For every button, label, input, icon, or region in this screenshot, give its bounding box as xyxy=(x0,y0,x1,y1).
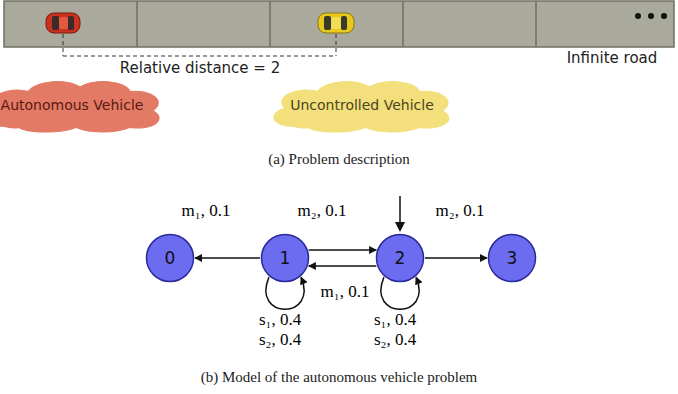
cloud-node: Uncontrolled Vehicle xyxy=(266,77,458,133)
state-number: 3 xyxy=(507,248,518,268)
road-cell-border xyxy=(269,1,271,47)
initial-state-arrow xyxy=(395,196,405,232)
cloud-label: Autonomous Vehicle xyxy=(0,93,157,117)
transition-arrow xyxy=(309,265,377,267)
yellow-car xyxy=(318,13,354,33)
distance-bracket xyxy=(63,34,336,56)
road-label: Infinite road xyxy=(567,49,658,67)
transition-label: m₂, 0.1 xyxy=(296,201,349,221)
circle-outline xyxy=(489,235,536,282)
circle-outline xyxy=(262,235,309,282)
caption-text: (a) Problem description xyxy=(268,151,410,168)
state-number: 2 xyxy=(395,248,406,268)
cloud-outline xyxy=(275,82,449,132)
transition-label: s₁, 0.4 s₂, 0.4 xyxy=(257,310,323,349)
road-strip xyxy=(4,1,674,47)
transition-label: m₁, 0.1 xyxy=(180,201,233,221)
road-cell-border xyxy=(136,1,138,47)
road-cell-border xyxy=(402,1,404,47)
circle-outline xyxy=(377,235,424,282)
distance-label: Relative distance = 2 xyxy=(120,59,280,77)
state-circle: 0 xyxy=(145,233,195,283)
state-number: 0 xyxy=(165,248,176,268)
transition-label: s₁, 0.4 s₂, 0.4 xyxy=(372,310,438,349)
cloud-node: Autonomous Vehicle xyxy=(0,77,167,133)
transition-arrow xyxy=(309,249,377,251)
state-circle: 1 xyxy=(260,233,310,283)
road xyxy=(4,1,674,47)
state-number: 1 xyxy=(280,248,291,268)
transition-arrow xyxy=(195,257,260,259)
state-circle: 2 xyxy=(375,233,425,283)
circle-outline xyxy=(147,235,194,282)
state-circle: 3 xyxy=(487,233,537,283)
red-car xyxy=(46,13,80,33)
transition-label: m₁, 0.1 xyxy=(319,282,372,302)
road-cell-border xyxy=(535,1,537,47)
transition-arrow xyxy=(425,257,487,259)
transition-label: m₂, 0.1 xyxy=(434,201,487,221)
ellipsis-dots xyxy=(635,13,667,19)
cloud-label: Uncontrolled Vehicle xyxy=(276,93,448,117)
cloud-outline xyxy=(0,82,158,132)
caption-text: (b) Model of the autonomous vehicle prob… xyxy=(201,369,478,386)
